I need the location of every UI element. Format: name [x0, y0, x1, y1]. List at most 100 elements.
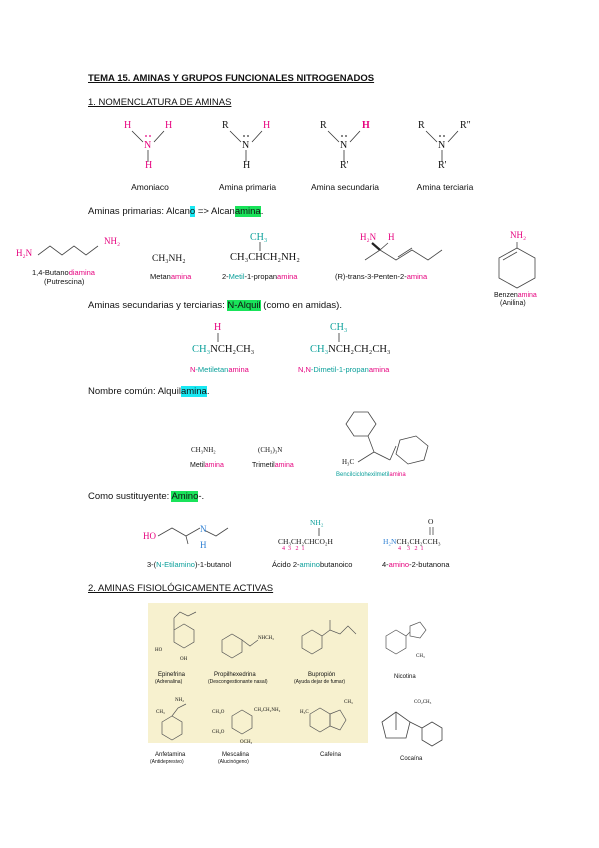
atom-r-prime: R': [438, 160, 447, 171]
drug-name-nicotina: Nicotina: [394, 674, 416, 680]
nh2-group: NH₂: [104, 236, 121, 246]
drug-name-anfetamina: Anfetamina: [155, 752, 186, 758]
h-atom: H: [200, 540, 207, 550]
ch3o-group: CH₃O: [212, 710, 225, 715]
ethylaminobutanol-name: 3-(N-Etilamino)-1-butanol: [147, 560, 232, 569]
h3c-group: H₃C: [342, 458, 355, 466]
section-1-heading: 1. NOMENCLATURA DE AMINAS: [88, 97, 232, 108]
ammonia-structure: [131, 130, 165, 162]
primary-amines-rule: Aminas primarias: Alcano => Alcanamina.: [88, 206, 264, 217]
physiological-amines-figure: [148, 603, 368, 743]
benzene-ring: [498, 242, 536, 289]
ho-group: HO: [155, 648, 163, 653]
ho-group: HO: [143, 531, 156, 541]
atom-n: N: [340, 140, 348, 151]
h-atom: H: [388, 232, 395, 242]
secondary-amines-rule: Aminas secundarias y terciarias: N-Alqui…: [88, 300, 342, 311]
carbon-numbering: 4 3 2 1: [282, 546, 305, 552]
tertiary-amine-structure: [425, 130, 459, 162]
nicotine-structure: [385, 621, 427, 655]
nhch3-group: NHCH₃: [258, 636, 274, 641]
atom-n: N: [144, 140, 152, 151]
carbonyl-bond: [429, 527, 434, 535]
trimethylamine-common-name: Trimetilamina: [252, 462, 294, 469]
carbon-numbering: 4 3 2 1: [398, 546, 424, 552]
methylamine-formula: CH₃NH₂: [152, 254, 186, 264]
label-secundaria: Amina secundaria: [310, 182, 380, 192]
dimethylpropanamine-name: N,N-Dimetil-1-propanamina: [298, 365, 390, 374]
methylamine-formula: CH₃NH₂: [191, 446, 216, 454]
h-atom: H: [214, 322, 222, 333]
benzylcyclohexylmethylamine-name: Bencilciclohexilmetilamina: [336, 472, 406, 478]
atom-h: H: [362, 120, 370, 131]
aminobutanone-formula: H₂NCH₂CH₂CCH₃: [383, 537, 441, 546]
propanamine-name: 2-Metil-1-propanamina: [222, 272, 298, 281]
methylamine-common-name: Metilamina: [190, 462, 224, 469]
label-primaria: Amina primaria: [218, 182, 277, 192]
methylethanamine-name: N-Metiletanamina: [190, 365, 249, 374]
aminobutanoic-name: Ácido 2-aminobutanoico: [272, 560, 353, 569]
caffeine-structure: [309, 707, 347, 733]
common-name-rule: Nombre común: Alquilamina.: [88, 386, 210, 397]
bond-line: [318, 528, 320, 536]
amphetamine-structure: [161, 703, 187, 741]
nh2-group: NH₂: [310, 518, 324, 527]
ch3-group: CH₃: [416, 654, 425, 659]
atom-h: H: [145, 160, 153, 171]
trimethylamine-formula: (CH₃)₃N: [258, 446, 283, 454]
co2ch3-group: CO₂CH₃: [414, 700, 432, 705]
epinephrine-structure: [173, 611, 197, 649]
atom-r: R: [222, 120, 229, 131]
benzenamine-name: Benzenamina: [494, 292, 537, 299]
drug-desc-bupropion: (Ayuda dejar de fumar): [294, 679, 346, 685]
atom-n: N: [438, 140, 446, 151]
putrescina-common-name: (Putrescina): [44, 277, 85, 286]
drug-name-propilhexedrina: Propilhexedrina: [214, 672, 256, 678]
atom-r: R: [320, 120, 327, 131]
ch3-branch: CH₃: [250, 232, 268, 243]
benzylcyclohexylmethylamine-structure: [345, 411, 429, 465]
ch3-branch: CH₃: [330, 322, 348, 333]
bupropion-structure: [301, 620, 357, 655]
ch2ch2nh2-group: CH₂CH₂NH₂: [254, 708, 281, 713]
ch3o-group: CH₃O: [212, 730, 225, 735]
pentenamine-skeleton: [364, 242, 443, 261]
methylamine-name: Metanamina: [150, 272, 192, 281]
n-atom: N: [200, 524, 207, 534]
aminobutanone-name: 4-amino-2-butanona: [382, 560, 450, 569]
ch3-group: CH₃: [156, 710, 165, 715]
propanamine-formula: CH₃CHCH₂NH₂: [230, 252, 300, 263]
bond-line: [338, 333, 340, 342]
anilina-common-name: (Anilina): [500, 300, 526, 307]
section-2-heading: 2. AMINAS FISIOLÓGICAMENTE ACTIVAS: [88, 583, 274, 594]
h2n-group: H₂N: [16, 248, 33, 258]
atom-h: H: [243, 160, 251, 171]
atom-r-double-prime: R": [460, 120, 471, 131]
atom-h: H: [124, 120, 132, 131]
methylethanamine-formula: CH₃NCH₂CH₃: [192, 344, 255, 355]
mescaline-structure: [231, 709, 253, 735]
h2n-group: H₂N: [360, 232, 377, 242]
drug-desc-anfetamina: (Antidepresivo): [150, 759, 184, 765]
butanediamine-skeleton: [37, 245, 99, 256]
secondary-amine-structure: [327, 130, 361, 162]
cocaine-structure: [381, 711, 443, 747]
primary-amine-structure: [229, 130, 263, 162]
o-atom: O: [428, 517, 434, 526]
drug-name-epinefrina: Epinefrina: [158, 672, 186, 678]
atom-h: H: [263, 120, 271, 131]
drug-desc-propilhexedrina: (Descongestionante nasal): [208, 679, 268, 685]
ch3-group: CH₃: [344, 700, 353, 705]
atom-h: H: [165, 120, 173, 131]
page-title: TEMA 15. AMINAS Y GRUPOS FUNCIONALES NIT…: [88, 73, 375, 84]
drug-name-cocaina: Cocaína: [400, 756, 423, 762]
pentenamine-name: (R)-trans-3-Penten-2-amina: [335, 272, 428, 281]
nh2-group: NH₂: [175, 698, 184, 703]
label-amoniaco: Amoniaco: [131, 182, 169, 192]
ethylaminobutanol-skeleton: [157, 527, 229, 545]
drug-desc-epinefrina: (Adrenalina): [155, 679, 183, 685]
aminobutanoic-formula: CH₃CH₂CHCO₂H: [278, 537, 333, 546]
drug-name-cafeina: Cafeína: [320, 752, 342, 758]
label-terciaria: Amina terciaria: [416, 182, 474, 192]
atom-r-prime: R': [340, 160, 349, 171]
